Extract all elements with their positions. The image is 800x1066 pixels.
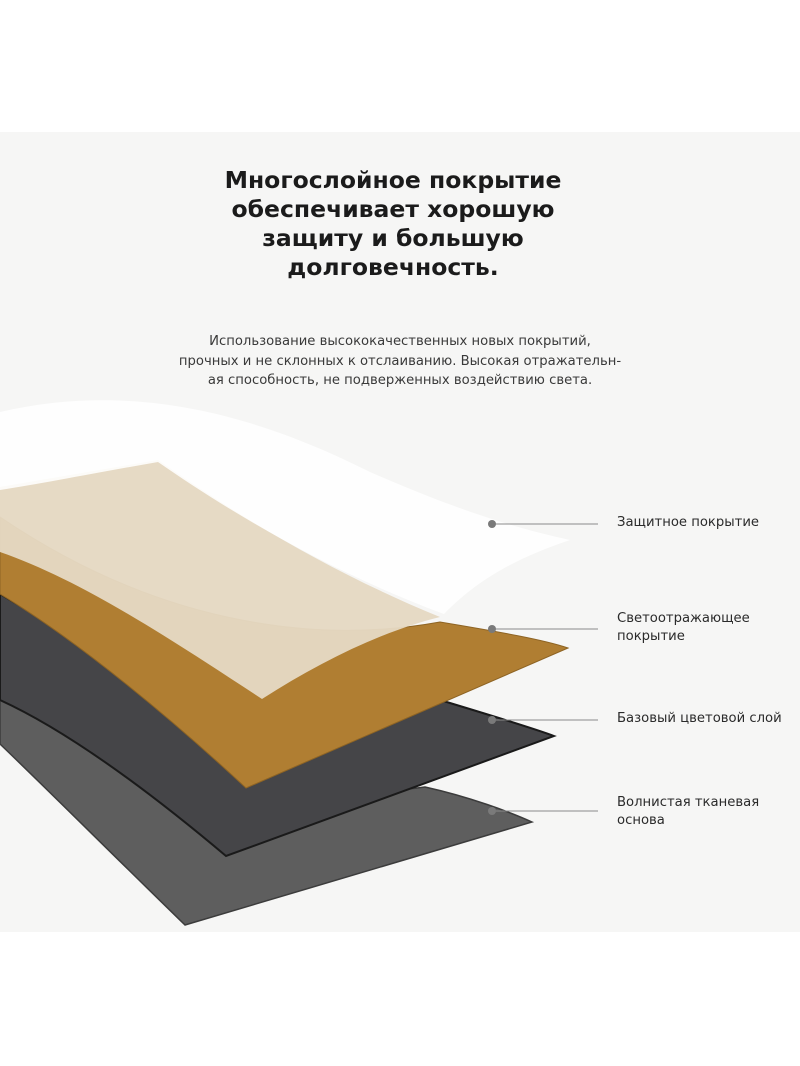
protective-coating-layer bbox=[0, 400, 570, 614]
label-line: покрытие bbox=[617, 629, 685, 644]
callout-textile bbox=[488, 807, 598, 815]
callout-protective bbox=[488, 520, 598, 528]
label-line: основа bbox=[617, 813, 665, 828]
label-line: Волнистая тканевая bbox=[617, 795, 760, 810]
label-line: Базовый цветовой слой bbox=[617, 711, 782, 726]
callout-reflective bbox=[488, 625, 598, 633]
description-line-2: прочных и не склонных к отслаиванию. Выс… bbox=[178, 353, 622, 369]
label-reflective-coating: Светоотражающее покрытие bbox=[617, 610, 750, 646]
headline-line-1: Многослойное покрытие bbox=[224, 166, 562, 194]
label-line: Защитное покрытие bbox=[617, 515, 760, 530]
callout-dot bbox=[488, 807, 496, 815]
label-base-color-layer: Базовый цветовой слой bbox=[617, 710, 782, 728]
description: Использование высококачественных новых п… bbox=[0, 332, 800, 391]
label-protective-coating: Защитное покрытие bbox=[617, 514, 759, 532]
product-info-panel: Многослойное покрытие обеспечивает хорош… bbox=[0, 132, 800, 932]
description-line-3: ая способность, не подверженных воздейст… bbox=[207, 373, 593, 388]
headline-line-4: долговечность. bbox=[287, 253, 499, 281]
label-textile-base: Волнистая тканевая основа bbox=[617, 794, 759, 830]
callout-dot bbox=[488, 716, 496, 724]
description-line-1: Использование высококачественных новых п… bbox=[209, 334, 591, 349]
headline: Многослойное покрытие обеспечивает хорош… bbox=[0, 166, 786, 282]
callout-dot bbox=[488, 520, 496, 528]
layer-diagram bbox=[0, 400, 598, 926]
callout-dot bbox=[488, 625, 496, 633]
headline-line-2: обеспечивает хорошую bbox=[231, 195, 555, 223]
label-line: Светоотражающее bbox=[617, 611, 750, 626]
headline-line-3: защиту и большую bbox=[262, 224, 524, 252]
callout-base-color bbox=[488, 716, 598, 724]
beige-film bbox=[0, 460, 440, 699]
